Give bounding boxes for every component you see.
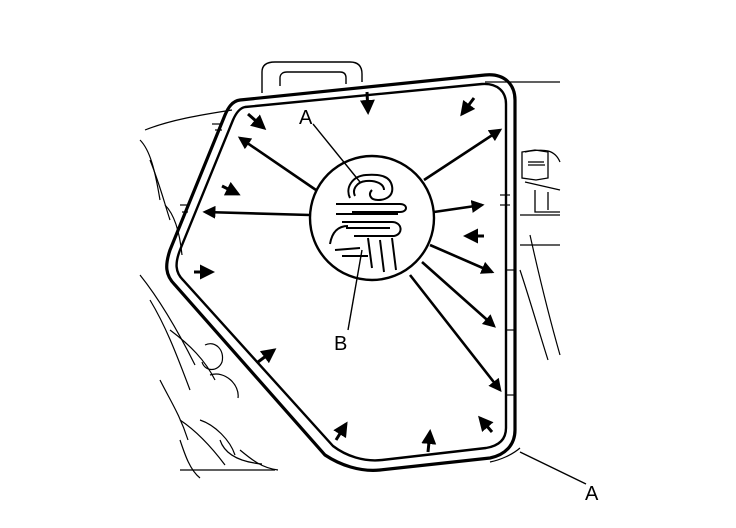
press-arrow: [247, 112, 267, 130]
radial-arrow: [408, 274, 502, 393]
press-arrow: [257, 348, 277, 364]
weatherstrip-profile: [329, 173, 407, 273]
weatherstrip-inner: [175, 82, 508, 462]
press-arrows: [194, 91, 494, 453]
cross-section-detail: [308, 154, 436, 282]
press-arrow: [460, 97, 476, 117]
press-arrow: [359, 91, 375, 115]
press-arrow: [333, 421, 348, 441]
car-body-left: [139, 109, 279, 479]
car-body-right: [485, 81, 561, 361]
leader-b: [347, 249, 363, 331]
radial-arrows: [202, 128, 503, 393]
weatherstrip-outer: [165, 73, 517, 472]
weatherstrip-trim: [489, 447, 521, 463]
radial-arrow: [423, 128, 503, 182]
leader-a-bottom: [519, 451, 587, 485]
radial-arrow: [433, 200, 485, 214]
press-arrow: [221, 181, 241, 196]
radial-arrow: [429, 243, 495, 274]
callout-b: B: [334, 333, 347, 355]
weatherstrip-outline: [165, 73, 521, 472]
radial-arrow: [202, 205, 311, 219]
edge-marks: [180, 123, 515, 396]
door-grab-handle: [261, 61, 363, 93]
press-arrow: [478, 415, 494, 433]
press-arrow: [421, 429, 437, 453]
radial-arrow: [421, 261, 496, 328]
leader-a-top: [312, 123, 361, 183]
callout-a-bottom: A: [585, 483, 599, 505]
radial-arrow: [237, 136, 317, 192]
seat-belt-buckle: [521, 149, 561, 213]
leader-lines: [312, 123, 587, 485]
callout-a-top: A: [299, 107, 313, 129]
